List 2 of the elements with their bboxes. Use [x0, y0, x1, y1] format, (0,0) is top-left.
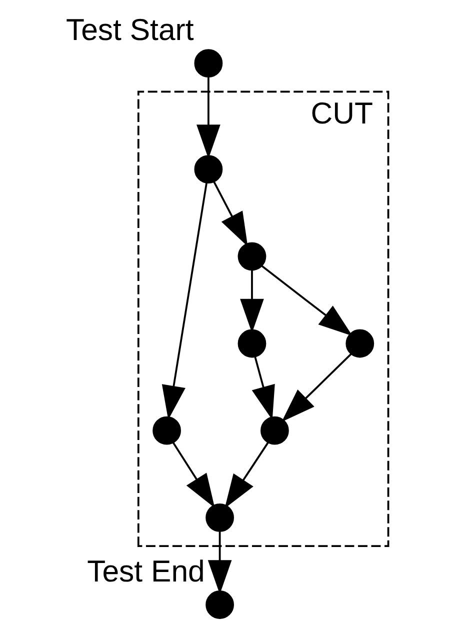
node-label: Test End: [86, 556, 204, 589]
node-label: Test Start: [65, 14, 194, 48]
